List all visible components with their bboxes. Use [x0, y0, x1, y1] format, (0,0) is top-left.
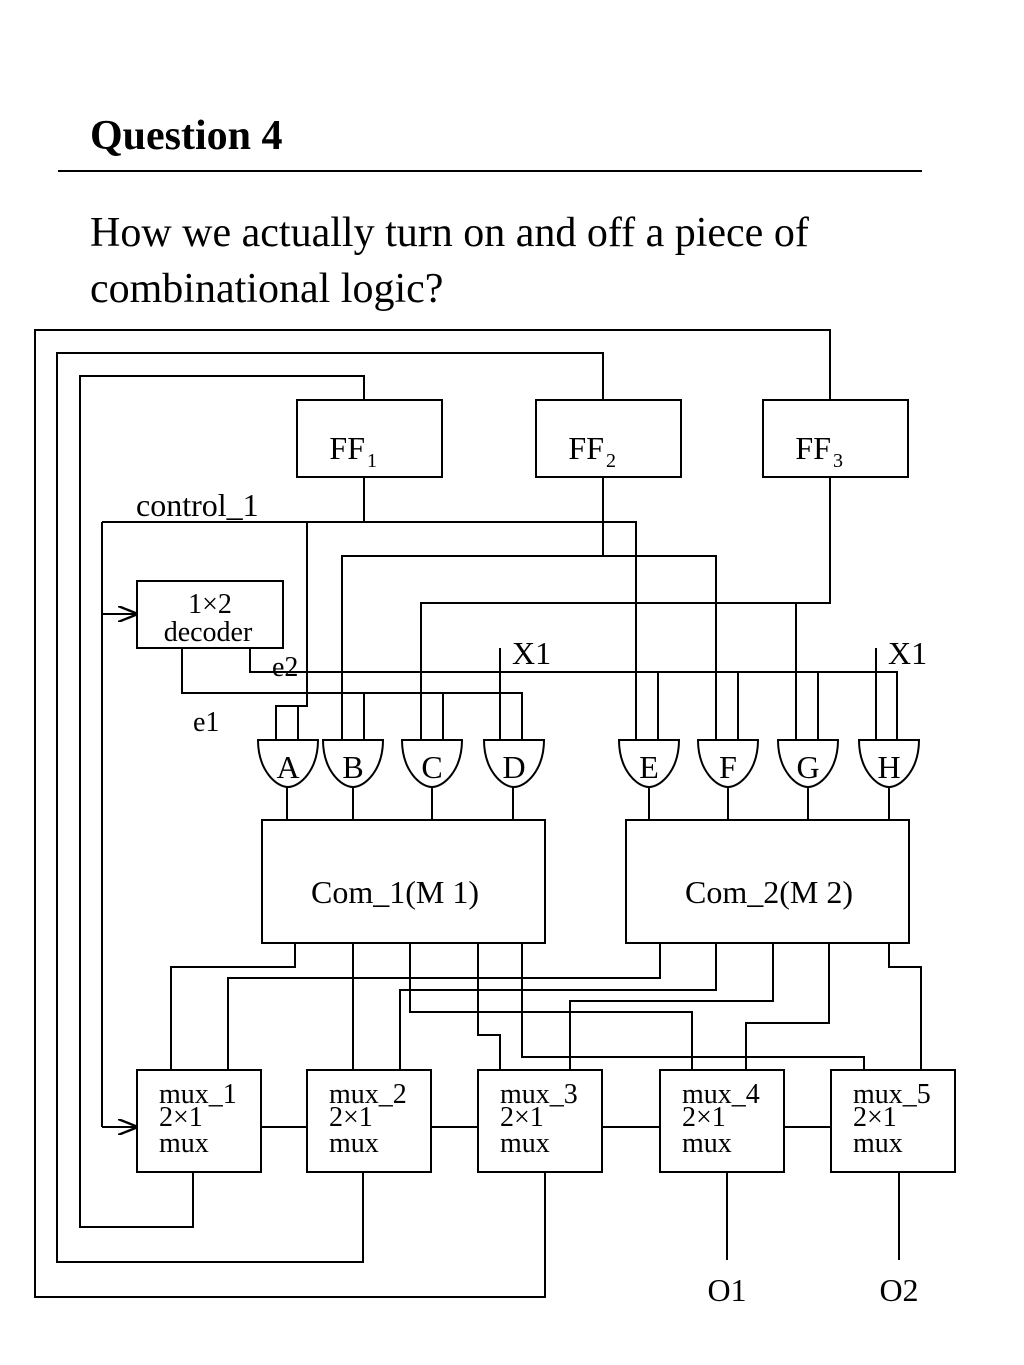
mux-4: mux_4 2×1 mux	[659, 1069, 785, 1173]
svg-text:FF: FF	[329, 430, 365, 466]
page-title: Question 4	[90, 113, 283, 159]
output-o1-label: O1	[707, 1272, 746, 1308]
svg-text:A: A	[276, 749, 299, 785]
svg-text:D: D	[502, 749, 525, 785]
output-o2-label: O2	[879, 1272, 918, 1308]
x1-left-label: X1	[512, 635, 551, 671]
svg-text:B: B	[342, 749, 363, 785]
flipflop-2: FF 2	[535, 399, 682, 478]
svg-text:G: G	[796, 749, 819, 785]
svg-text:1×2: 1×2	[188, 589, 232, 620]
svg-text:2: 2	[606, 450, 616, 472]
mux-3: mux_3 2×1 mux	[477, 1069, 603, 1173]
gate-h: H	[857, 739, 921, 789]
svg-text:mux: mux	[682, 1128, 732, 1159]
e2-label: e2	[272, 652, 298, 683]
mux-5: mux_5 2×1 mux	[830, 1069, 956, 1173]
module-com-2: Com_2(M 2)	[625, 819, 910, 944]
control-label: control_1	[136, 487, 259, 523]
svg-text:mux_3: mux_3	[500, 1079, 578, 1110]
svg-text:mux: mux	[500, 1128, 550, 1159]
svg-text:2×1: 2×1	[329, 1102, 373, 1133]
svg-text:mux_4: mux_4	[682, 1079, 760, 1110]
gate-c: C	[400, 739, 464, 789]
module-com-1: Com_1(M 1)	[261, 819, 546, 944]
svg-text:F: F	[719, 749, 737, 785]
svg-text:Com_2(M 2): Com_2(M 2)	[685, 874, 853, 910]
svg-text:2×1: 2×1	[500, 1102, 544, 1133]
gate-b: B	[321, 739, 385, 789]
e1-wire	[181, 648, 523, 740]
question-text: How we actually turn on and off a piece …	[90, 210, 809, 312]
feedback-wire-mux2-ff2	[56, 352, 604, 1263]
decoder-block: 1×2 decoder	[136, 580, 284, 649]
mux-1: mux_1 2×1 mux	[136, 1069, 262, 1173]
svg-text:C: C	[421, 749, 442, 785]
gate-e: E	[617, 739, 681, 789]
e2-wire	[249, 648, 898, 740]
svg-text:mux_1: mux_1	[159, 1079, 237, 1110]
svg-text:decoder: decoder	[164, 617, 253, 648]
svg-text:mux: mux	[329, 1128, 379, 1159]
svg-text:E: E	[639, 749, 659, 785]
gate-d: D	[482, 739, 546, 789]
svg-text:2×1: 2×1	[682, 1102, 726, 1133]
svg-text:2×1: 2×1	[853, 1102, 897, 1133]
svg-text:mux: mux	[853, 1128, 903, 1159]
svg-text:2×1: 2×1	[159, 1102, 203, 1133]
svg-text:FF: FF	[568, 430, 604, 466]
mux-2: mux_2 2×1 mux	[306, 1069, 432, 1173]
and-gates: A B C D E F G H	[256, 739, 921, 789]
svg-text:mux_5: mux_5	[853, 1079, 931, 1110]
title-divider	[58, 170, 922, 172]
e1-label: e1	[193, 707, 219, 738]
svg-text:mux_2: mux_2	[329, 1079, 407, 1110]
svg-text:FF: FF	[795, 430, 831, 466]
gate-g: G	[776, 739, 840, 789]
feedback-wire-mux3-ff3	[34, 329, 831, 1298]
feedback-wire-mux1-ff1	[79, 375, 365, 1228]
svg-text:mux: mux	[159, 1128, 209, 1159]
x1-right-label: X1	[888, 635, 927, 671]
gate-a: A	[256, 739, 320, 789]
svg-text:1: 1	[367, 450, 377, 472]
flipflop-1: FF 1	[296, 399, 443, 478]
svg-text:H: H	[877, 749, 900, 785]
gate-f: F	[696, 739, 760, 789]
wires	[34, 329, 922, 1298]
svg-text:3: 3	[833, 450, 843, 472]
flipflop-3: FF 3	[762, 399, 909, 478]
svg-text:Com_1(M 1): Com_1(M 1)	[311, 874, 479, 910]
